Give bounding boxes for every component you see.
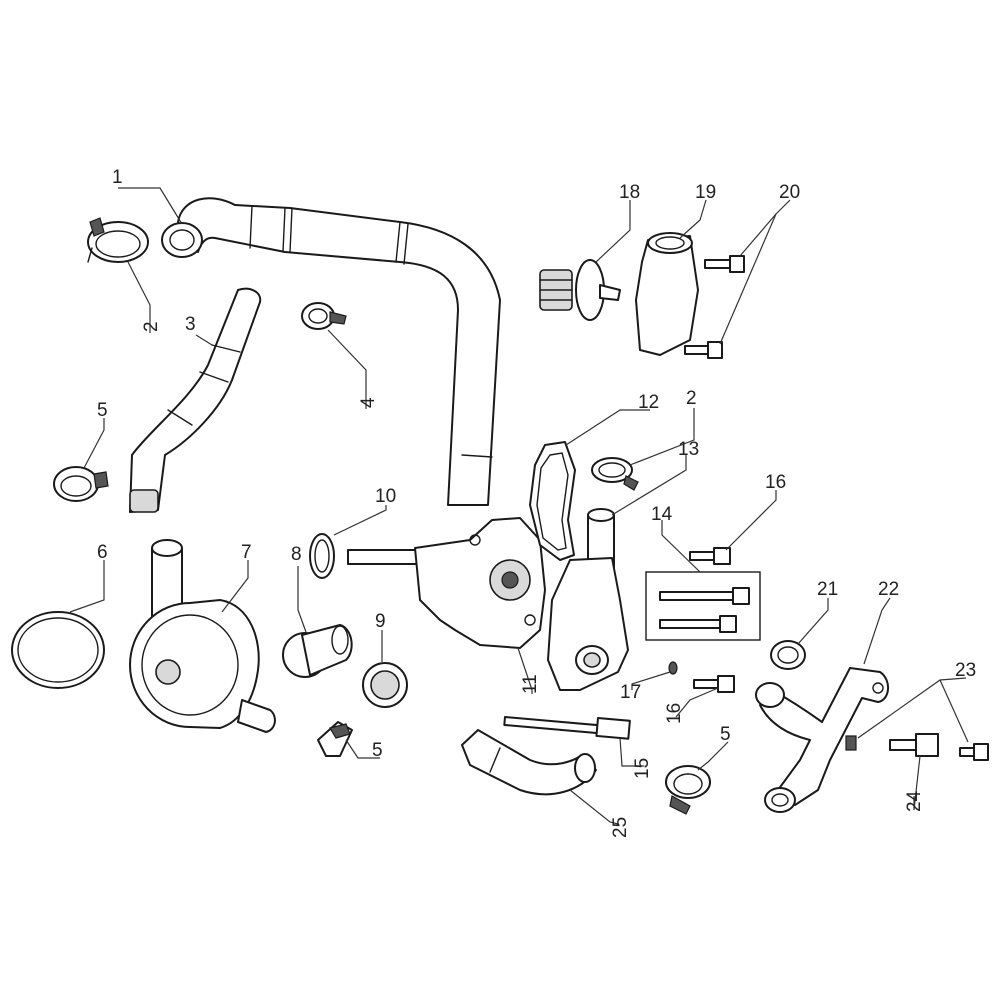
part-20-bolt-upper (704, 255, 745, 273)
part-12-gasket (529, 441, 576, 561)
callout-4: 4 (358, 397, 379, 408)
part-3-bent-hose (129, 287, 262, 513)
callout-3: 3 (185, 314, 196, 335)
part-22-y-pipe (755, 667, 889, 813)
part-23-bolt-right (959, 743, 989, 761)
callout-5: 5 (97, 400, 108, 421)
part-4-small-clamp (301, 302, 347, 330)
part-16-bolt-lower (693, 675, 735, 693)
part-9-seal-ring (362, 662, 408, 708)
callout-5b: 5 (372, 740, 383, 761)
part-2-hose-clamp-middle (591, 457, 639, 491)
callout-21: 21 (817, 579, 838, 600)
callout-16: 16 (765, 472, 786, 493)
part-6-large-o-ring (11, 611, 105, 689)
callout-25: 25 (610, 817, 631, 838)
part-23-bolt-left (845, 735, 857, 751)
callout-9: 9 (375, 611, 386, 632)
part-11-water-pump (347, 517, 546, 649)
part-2-hose-clamp-upper (87, 217, 149, 263)
callout-8: 8 (291, 544, 302, 565)
leader-lines (69, 187, 969, 825)
part-13-coolant-housing (547, 508, 629, 691)
callout-labels: 1 2 3 4 5 6 7 8 9 10 11 12 2 13 14 15 16… (97, 167, 976, 838)
callout-2: 2 (141, 321, 162, 332)
callout-5c: 5 (720, 724, 731, 745)
part-7-oil-cooler (129, 539, 276, 733)
callout-6: 6 (97, 542, 108, 563)
callout-19: 19 (695, 182, 716, 203)
callout-24: 24 (904, 790, 925, 812)
part-25-curved-hose (461, 729, 597, 796)
part-14-bolt-set (645, 571, 761, 641)
part-5-clamp-center (317, 721, 353, 757)
callout-17: 17 (620, 682, 641, 703)
callout-18: 18 (619, 182, 640, 203)
part-1-long-hose (161, 197, 501, 506)
part-5-clamp-lower-right (665, 765, 711, 815)
callout-2b: 2 (686, 388, 697, 409)
part-17-pin (668, 661, 678, 675)
part-19-thermostat-cover (635, 232, 699, 356)
part-8-plug (282, 624, 353, 678)
callout-10: 10 (375, 486, 396, 507)
part-15-long-bolt (503, 715, 631, 740)
part-24-bolt (889, 733, 939, 757)
callout-22: 22 (878, 579, 899, 600)
callout-7: 7 (241, 542, 252, 563)
callout-16b: 16 (664, 703, 685, 724)
part-21-seal (770, 640, 806, 670)
callout-20: 20 (779, 182, 800, 203)
callout-11: 11 (520, 674, 541, 694)
callout-15: 15 (632, 758, 653, 779)
part-10-o-ring (309, 533, 335, 579)
callout-12: 12 (638, 392, 659, 413)
callout-13: 13 (678, 439, 699, 460)
part-20-bolt-lower (684, 341, 723, 359)
callout-14: 14 (651, 504, 673, 525)
part-5-clamp-left (53, 466, 109, 502)
callout-1: 1 (112, 167, 123, 188)
callout-23: 23 (955, 660, 976, 681)
part-18-thermostat (539, 259, 621, 321)
part-16-bolt-upper (689, 547, 731, 565)
